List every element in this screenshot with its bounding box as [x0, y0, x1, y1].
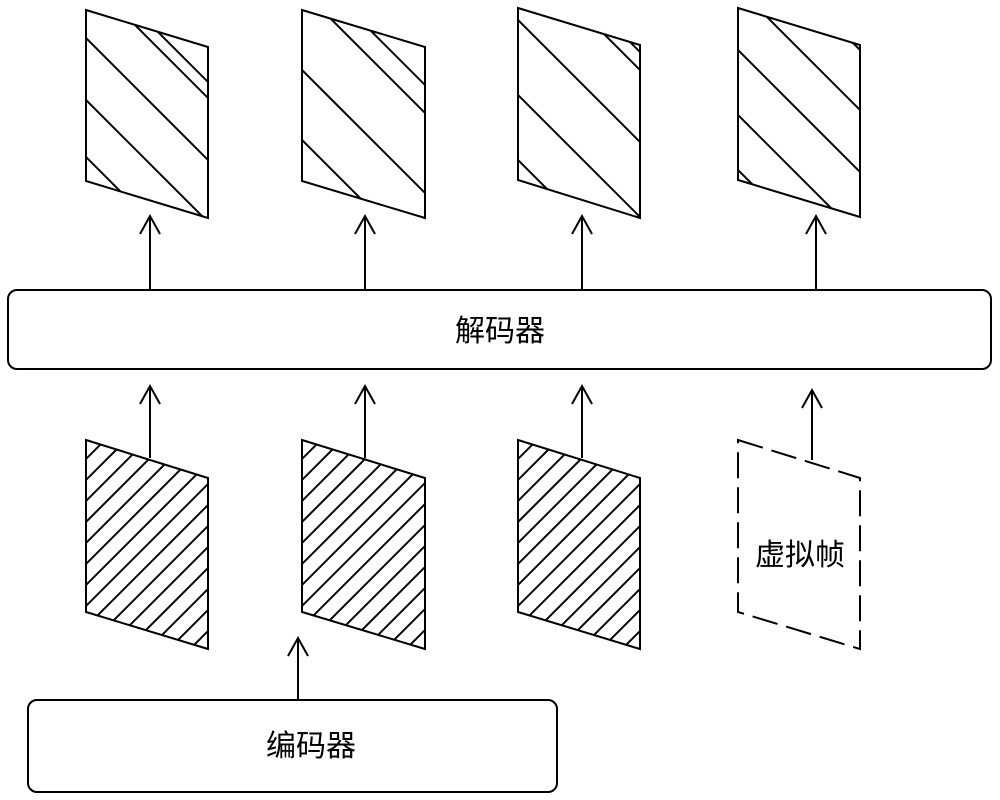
encoder-label: 编码器 [266, 729, 356, 764]
hatch-line [459, 410, 729, 680]
hatch-line [249, 410, 519, 680]
hatch-line [264, 410, 534, 680]
decoded-frame-1 [30, 0, 260, 331]
hatch-line [333, 410, 603, 680]
hatch-line [360, 410, 630, 680]
decoder-input-arrows [140, 386, 822, 460]
hatch-line [18, 410, 288, 680]
hatch-line [0, 410, 183, 680]
hatch-line [501, 410, 771, 680]
hatch-line [129, 410, 399, 680]
hatch-line [438, 410, 708, 680]
hatch-line [276, 410, 546, 680]
hatch-line [228, 410, 498, 680]
hatch-line [144, 410, 414, 680]
input-frame-3 [108, 410, 987, 680]
hatch-line [171, 410, 441, 680]
hatch-line [465, 410, 735, 680]
hatch-line [123, 410, 393, 680]
hatch-line [285, 410, 555, 680]
decoder-label: 解码器 [455, 314, 545, 349]
virtual-frame: 虚拟帧 [738, 440, 860, 649]
hatch-line [159, 410, 429, 680]
decoder-box: 解码器 [8, 290, 991, 369]
hatch-line [117, 410, 387, 680]
hatch-line [0, 410, 162, 680]
hatch-line [102, 410, 372, 680]
hatch-line [0, 410, 9, 680]
hatch-line [423, 410, 693, 680]
hatch-line [444, 410, 714, 680]
encoder-box: 编码器 [28, 700, 557, 792]
hatch-line [0, 410, 261, 680]
hatch-line [0, 410, 219, 680]
virtual-frame-label: 虚拟帧 [755, 538, 845, 573]
hatch-line [234, 410, 504, 680]
hatch-line [0, 410, 30, 680]
hatch-line [243, 410, 513, 680]
hatch-line [192, 410, 462, 680]
input-frame-1 [0, 410, 555, 680]
hatch-line [96, 410, 366, 680]
hatch-line [213, 410, 483, 680]
hatch-line [480, 410, 750, 680]
decoded-frame-2 [302, 0, 480, 318]
hatch-line [318, 410, 588, 680]
hatch-line [0, 410, 93, 680]
decoder-output-arrows [140, 216, 826, 290]
hatch-line [60, 410, 330, 680]
hatch-line [0, 410, 51, 680]
hatch-line [0, 410, 72, 680]
hatch-line [0, 410, 114, 680]
hatch-line [0, 410, 156, 680]
hatch-line [33, 410, 303, 680]
hatch-line [375, 410, 645, 680]
hatch-line [12, 410, 282, 680]
hatch-line [150, 410, 420, 680]
hatch-line [396, 410, 666, 680]
hatch-line [339, 410, 609, 680]
hatch-line [0, 410, 225, 680]
hatch-line [0, 410, 267, 680]
hatch-line [312, 410, 582, 680]
hatch-line [180, 410, 450, 680]
hatch-line [222, 410, 492, 680]
hatch-line [207, 410, 477, 680]
encoder-output-arrow [288, 638, 308, 700]
